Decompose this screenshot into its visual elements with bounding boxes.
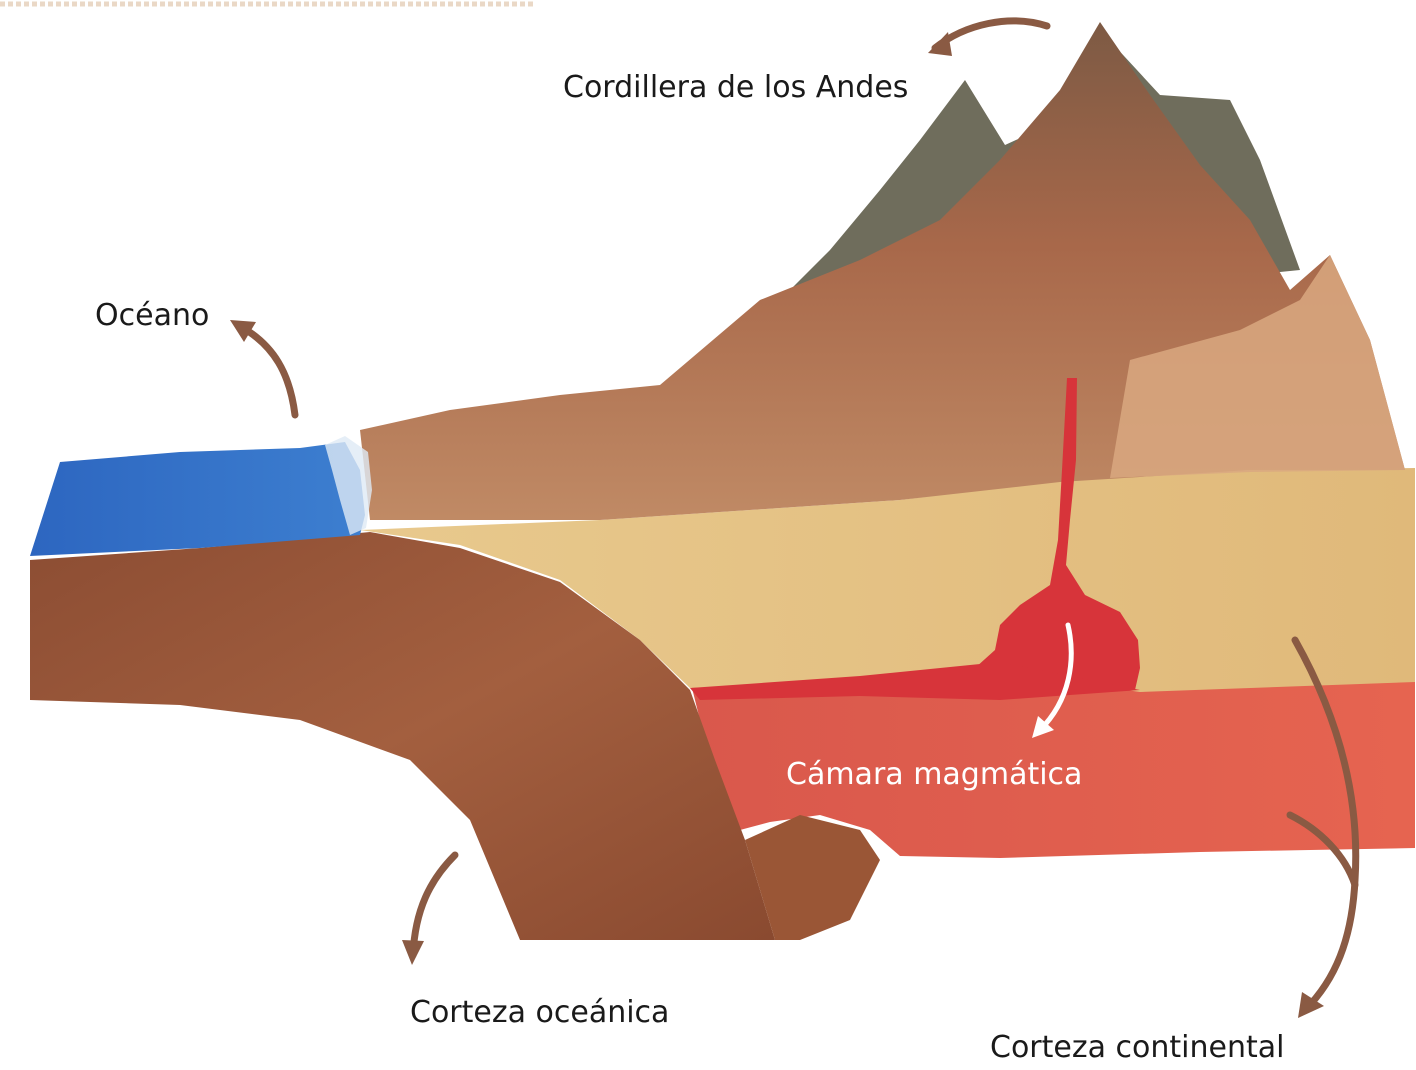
arrow-andes — [935, 21, 1047, 48]
arrowhead-oceanica — [402, 940, 424, 965]
label-camara-magmatica: Cámara magmática — [786, 757, 1082, 793]
label-corteza-continental: Corteza continental — [990, 1030, 1284, 1066]
arrowhead-andes — [928, 32, 952, 56]
arrow-oceano — [238, 325, 295, 415]
label-corteza-oceanica: Corteza oceánica — [410, 995, 669, 1031]
label-oceano: Océano — [95, 298, 209, 334]
label-cordillera-andes: Cordillera de los Andes — [563, 70, 908, 106]
arrow-oceanica — [413, 855, 455, 955]
